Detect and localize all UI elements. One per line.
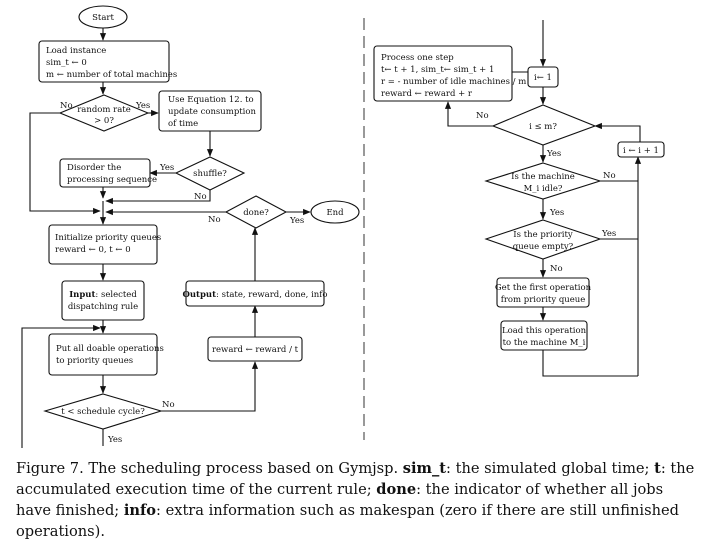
process-line-4: reward ← reward + r xyxy=(381,89,473,99)
node-process-step: Process one step t← t + 1, sim_t← sim_t … xyxy=(373,45,526,102)
empty-no-label: No xyxy=(550,264,563,274)
use-eq-line-3: of time xyxy=(168,119,198,129)
schedule-cycle-label: t < schedule cycle? xyxy=(61,407,145,417)
load-line-3: m ← number of total machines xyxy=(46,70,177,80)
reward-div-label: reward ← reward / t xyxy=(212,345,299,355)
node-random-rate: random rate > 0? xyxy=(58,94,150,132)
edge-ile-no xyxy=(444,101,493,127)
output-line: Output: state, reward, done, info xyxy=(182,290,327,300)
input-line-1: Input: selected xyxy=(69,290,137,300)
node-start: Start xyxy=(78,5,128,29)
caption-term-t: t xyxy=(654,460,661,477)
node-init-queues: Initialize priority queues reward ← 0, t… xyxy=(48,224,161,265)
edge-shuffle-no xyxy=(105,190,211,205)
idle-line-2: M_i idle? xyxy=(524,184,563,194)
process-line-3: r = - number of idle machines / m xyxy=(381,77,526,87)
edge-random-no xyxy=(29,112,101,215)
init-line-1: Initialize priority queues xyxy=(55,233,161,243)
i-le-m-label: i ≤ m? xyxy=(529,122,557,132)
empty-line-1: Is the priority xyxy=(513,230,573,240)
node-output: Output: state, reward, done, info xyxy=(182,280,328,307)
node-use-equation: Use Equation 12. to update consumption o… xyxy=(158,90,262,132)
input-rest: : selected xyxy=(95,290,137,300)
flowchart: Start Load instance sim_t ← 0 m ← number… xyxy=(21,5,665,448)
load-line-1: Load instance xyxy=(46,46,106,56)
start-label: Start xyxy=(92,13,114,23)
idle-no-label: No xyxy=(603,171,616,181)
node-put-operations: Put all doable operations to priority qu… xyxy=(48,333,164,376)
node-get-first: Get the first operation from priority qu… xyxy=(495,277,592,308)
node-load-operation: Load this operation to the machine M_i xyxy=(500,320,588,351)
edge-loop-back xyxy=(21,324,101,448)
get-line-2: from priority queue xyxy=(501,295,586,305)
process-line-1: Process one step xyxy=(381,53,454,63)
load-op-line-1: Load this operation xyxy=(502,326,587,336)
load-line-2: sim_t ← 0 xyxy=(46,58,87,68)
node-queue-empty: Is the priority queue empty? xyxy=(484,219,602,260)
caption-term-done: done xyxy=(376,481,417,498)
caption-desc-sim-t: : the simulated global time; xyxy=(446,460,655,477)
idle-yes-label: Yes xyxy=(549,208,564,218)
node-input: Input: selected dispatching rule xyxy=(61,280,145,321)
caption-term-info: info xyxy=(123,502,157,519)
node-i-init: i← 1 xyxy=(527,66,559,88)
node-done: done? xyxy=(224,195,288,229)
node-load-instance: Load instance sim_t ← 0 m ← number of to… xyxy=(38,40,177,83)
node-shuffle: shuffle? xyxy=(174,156,246,191)
input-bold: Input xyxy=(69,290,95,300)
load-op-line-2: to the machine M_i xyxy=(503,338,586,348)
node-disorder: Disorder the processing sequence xyxy=(59,158,157,188)
random-rate-line-1: random rate xyxy=(77,105,131,115)
cycle-no-label: No xyxy=(162,400,175,410)
node-reward-div: reward ← reward / t xyxy=(207,336,303,362)
get-line-1: Get the first operation xyxy=(495,283,592,293)
node-end: End xyxy=(310,200,360,224)
caption-desc-done: : the indicator of whether all jobs have… xyxy=(16,481,664,519)
caption-desc-info: : extra information such as makespan (ze… xyxy=(16,502,679,540)
idle-line-1: Is the machine xyxy=(511,172,575,182)
shuffle-yes-label: Yes xyxy=(159,163,174,173)
random-rate-line-2: > 0? xyxy=(94,116,114,126)
edge-cycle-no xyxy=(161,361,259,412)
shuffle-no-label: No xyxy=(194,192,207,202)
done-no-label: No xyxy=(208,215,221,225)
shuffle-label: shuffle? xyxy=(193,169,227,179)
use-eq-line-1: Use Equation 12. to xyxy=(168,95,254,105)
node-schedule-cycle: t < schedule cycle? xyxy=(43,393,163,430)
i-init-label: i← 1 xyxy=(534,73,552,83)
node-i-le-m: i ≤ m? xyxy=(491,104,597,146)
output-bold: Output xyxy=(182,290,216,300)
figure-caption: Figure 7. The scheduling process based o… xyxy=(16,458,702,542)
ile-yes-label: Yes xyxy=(546,149,561,159)
disorder-line-2: processing sequence xyxy=(67,175,157,185)
put-line-2: to priority queues xyxy=(56,356,133,366)
node-machine-idle: Is the machine M_i idle? xyxy=(484,162,602,200)
i-inc-label: i ← i + 1 xyxy=(623,146,659,156)
node-i-inc: i ← i + 1 xyxy=(617,141,665,158)
init-line-2: reward ← 0, t ← 0 xyxy=(55,245,131,255)
random-no-label: No xyxy=(60,101,73,111)
edge-load-out xyxy=(542,350,638,377)
cycle-yes-label: Yes xyxy=(107,435,122,445)
put-line-1: Put all doable operations xyxy=(56,344,164,354)
use-eq-line-2: update consumption xyxy=(168,107,257,117)
caption-term-sim-t: sim_t xyxy=(402,460,447,477)
caption-lead: Figure 7. The scheduling process based o… xyxy=(16,460,403,477)
process-line-2: t← t + 1, sim_t← sim_t + 1 xyxy=(381,65,494,75)
output-rest: : state, reward, done, info xyxy=(216,290,328,300)
ile-no-label: No xyxy=(476,111,489,121)
empty-line-2: queue empty? xyxy=(513,242,574,252)
done-label: done? xyxy=(243,208,269,218)
random-yes-label: Yes xyxy=(135,101,150,111)
edge-iinc-ile xyxy=(594,122,641,142)
input-line-2: dispatching rule xyxy=(68,302,138,312)
end-label: End xyxy=(326,208,344,218)
disorder-line-1: Disorder the xyxy=(67,163,121,173)
empty-yes-label: Yes xyxy=(601,229,616,239)
done-yes-label: Yes xyxy=(289,216,304,226)
caption-desc-t: : the accumulated execution time of the … xyxy=(16,460,695,498)
